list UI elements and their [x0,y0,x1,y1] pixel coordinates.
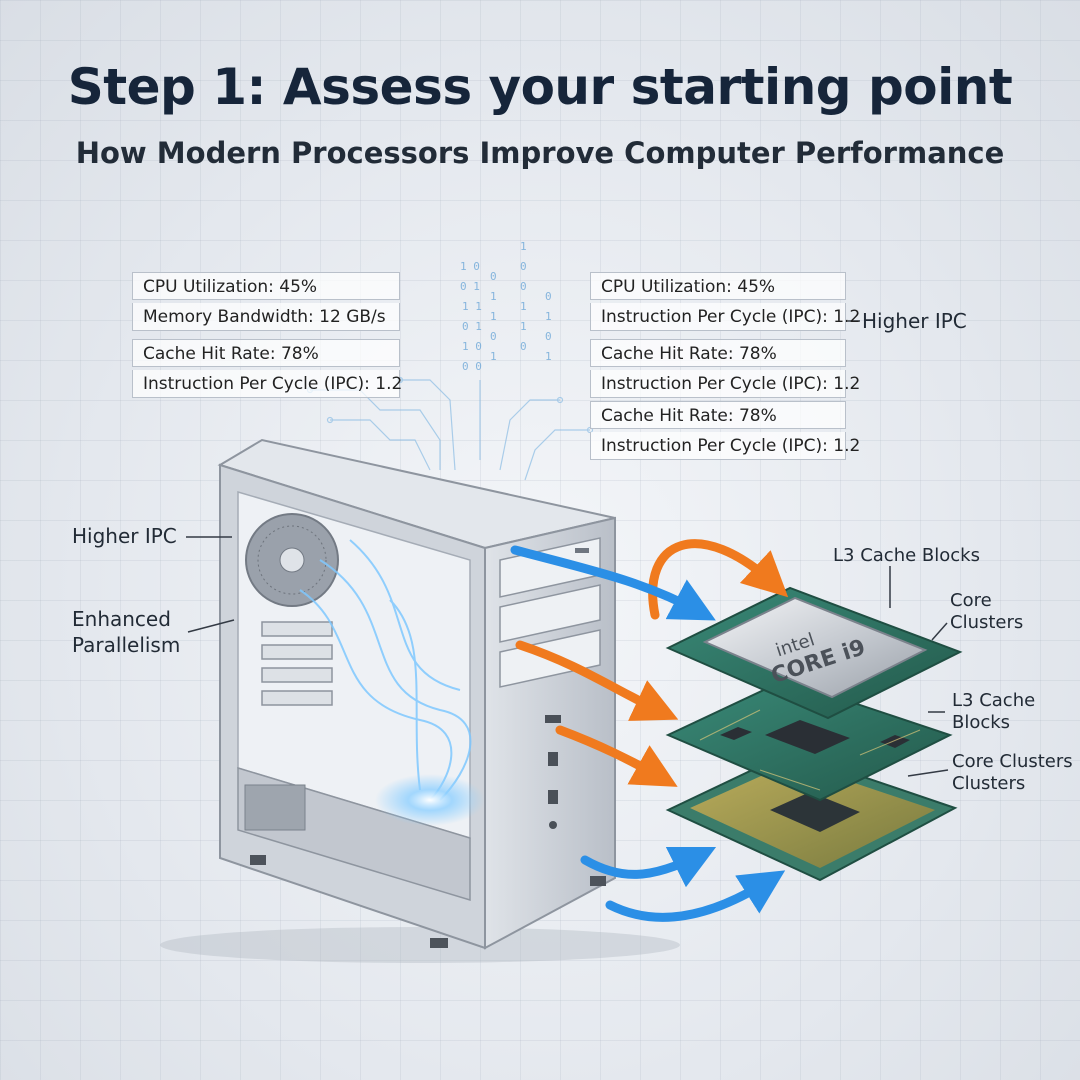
stat-ipc: Instruction Per Cycle (IPC): 1.2 [590,303,860,331]
core-clusters-label-line2: Clusters [950,612,1024,633]
svg-text:0: 0 [520,280,527,293]
page-subtitle: How Modern Processors Improve Computer P… [75,136,1005,170]
svg-text:0 1: 0 1 [462,320,482,333]
stat-ipc: Instruction Per Cycle (IPC): 1.2 [590,432,860,460]
enhanced-parallelism-label-line1: Enhanced [72,607,171,631]
svg-text:0: 0 [545,330,552,343]
stat-cache-hit-rate: Cache Hit Rate: 78% [590,339,846,367]
stat-cache-hit-rate: Cache Hit Rate: 78% [590,401,846,429]
stat-cpu-utilization: CPU Utilization: 45% [590,272,846,300]
l3-cache-label-mid-line1: L3 Cache [952,690,1036,711]
svg-text:0: 0 [545,290,552,303]
svg-text:1: 1 [490,310,497,323]
orange-arrow-icon [515,640,679,721]
svg-text:1: 1 [520,300,527,313]
left-stats-group-2: Cache Hit Rate: 78% Instruction Per Cycl… [132,339,402,401]
page-title: Step 1: Assess your starting point [67,58,1013,116]
left-stats-group-1: CPU Utilization: 45% Memory Bandwidth: 1… [132,272,400,334]
l3-cache-label-top: L3 Cache Blocks [833,545,980,566]
stat-ipc: Instruction Per Cycle (IPC): 1.2 [590,370,860,398]
core-clusters-label-line1: Core [950,590,992,611]
l3-cache-label-mid-line2: Blocks [952,712,1011,733]
right-stats-group-2: Cache Hit Rate: 78% Instruction Per Cycl… [590,339,860,401]
stat-memory-bandwidth: Memory Bandwidth: 12 GB/s [132,303,400,331]
right-stats-group-3: Cache Hit Rate: 78% Instruction Per Cycl… [590,401,860,463]
svg-text:0: 0 [490,330,497,343]
callout-leaders [186,320,949,777]
svg-text:1: 1 [490,290,497,303]
svg-text:0: 0 [520,340,527,353]
right-stats-group-1: CPU Utilization: 45% Instruction Per Cyc… [590,272,860,334]
stat-ipc: Instruction Per Cycle (IPC): 1.2 [132,370,402,398]
svg-text:1: 1 [520,240,527,253]
stat-cpu-utilization: CPU Utilization: 45% [132,272,400,300]
stat-cache-hit-rate: Cache Hit Rate: 78% [132,339,400,367]
processor-stack: intel CORE i9 [665,586,963,882]
svg-text:0: 0 [490,270,497,283]
higher-ipc-callout: Higher IPC [862,309,967,333]
binary-stream-decoration: 1 00 11 1 0 11 00 0 011 01 100 110 010 1 [460,240,552,373]
svg-text:1: 1 [545,310,552,323]
core-clusters-label-bottom-line2: Clusters [952,773,1026,794]
pc-tower [160,438,680,963]
svg-text:1 1: 1 1 [462,300,482,313]
svg-text:0 1: 0 1 [460,280,480,293]
core-clusters-label-bottom-line1: Core Clusters [952,751,1073,772]
higher-ipc-label: Higher IPC [72,524,177,548]
blue-arrow-icon [580,846,717,888]
svg-text:1 0: 1 0 [460,260,480,273]
svg-text:1: 1 [520,320,527,333]
flow-arrows [510,539,789,922]
svg-text:1 0: 1 0 [462,340,482,353]
svg-text:1: 1 [490,350,497,363]
blue-arrow-icon [510,545,716,621]
orange-arrow-icon [555,725,678,787]
svg-text:1: 1 [545,350,552,363]
svg-text:0: 0 [520,260,527,273]
enhanced-parallelism-label-line2: Parallelism [72,633,181,657]
svg-text:0 0: 0 0 [462,360,482,373]
blue-arrow-icon [605,870,786,922]
